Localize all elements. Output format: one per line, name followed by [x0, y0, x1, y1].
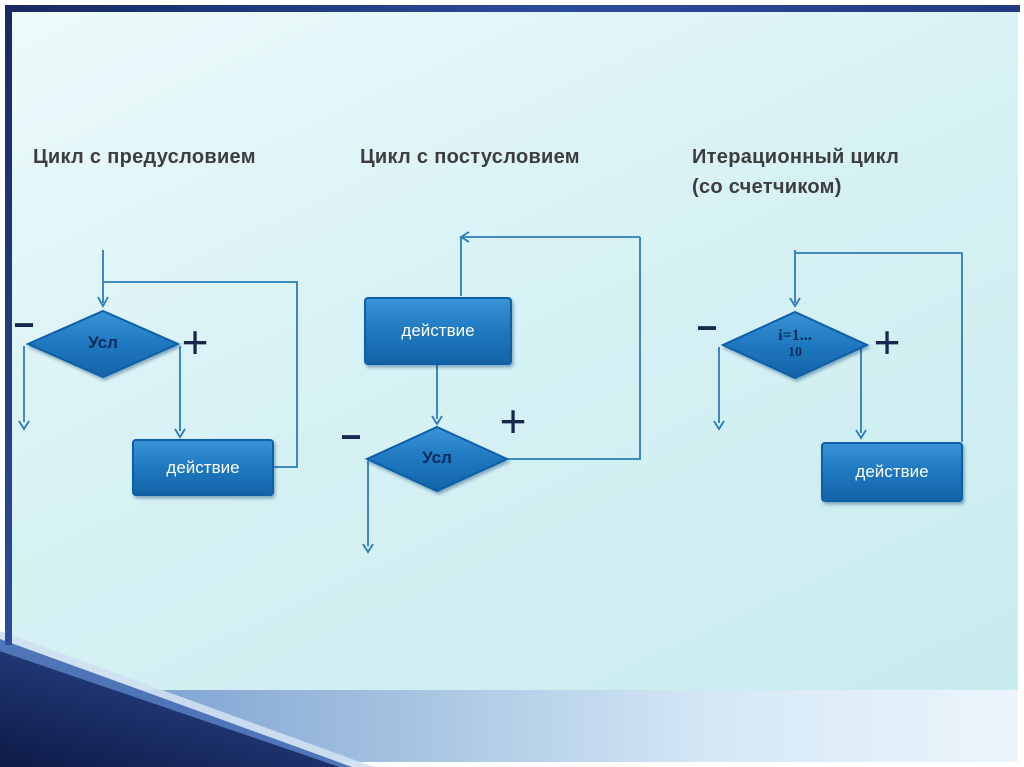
plus-branch-label: +: [873, 316, 901, 368]
condition-diamond-counter: [720, 310, 870, 380]
action-box-counter: [821, 442, 963, 502]
connector-line: [104, 281, 298, 468]
diagram-title-counter-line2: (со счетчиком): [692, 176, 842, 198]
action-label: действие: [401, 321, 475, 340]
flowchart-shapes: [25, 297, 963, 502]
plus-branch-label: +: [499, 395, 527, 447]
action-label: действие: [166, 457, 240, 477]
slide-background: [11, 12, 1018, 762]
arrowhead-down-icon: [431, 415, 443, 426]
counter-condition-line2: 10: [788, 345, 802, 360]
counter-condition-line1: i=1...: [778, 327, 812, 344]
arrowhead-down-icon: [855, 429, 867, 440]
corner-mid-stripe: [0, 639, 352, 767]
condition-label: Усл: [422, 448, 452, 467]
connector-line: [796, 252, 963, 442]
condition-diamond-postcondition: [364, 425, 510, 493]
corner-triangle: [0, 651, 340, 767]
diagram-title-counter: Итерационный цикл (со счетчиком): [692, 142, 899, 202]
counter-condition-label: i=1... 10: [723, 327, 867, 361]
action-box-postcondition: [364, 297, 512, 365]
connector-lines: [18, 231, 963, 554]
minus-branch-label: −: [696, 307, 718, 348]
action-box-precondition: [132, 439, 274, 496]
condition-label: Усл: [88, 333, 118, 352]
arrowhead-down-icon: [174, 428, 186, 439]
plus-branch-label: +: [181, 316, 209, 368]
arrowhead-down-icon: [18, 420, 30, 431]
corner-decoration: [0, 631, 374, 767]
minus-branch-label: −: [13, 304, 35, 345]
corner-highlight-stripe: [0, 631, 374, 767]
arrowhead-down-icon: [362, 543, 374, 554]
minus-branch-label: −: [340, 416, 362, 457]
left-border-line: [5, 5, 12, 645]
diagram-title-precondition: Цикл с предусловием: [33, 146, 256, 168]
action-label: действие: [855, 462, 929, 481]
arrowhead-down-icon: [97, 296, 109, 308]
connector-line: [508, 237, 641, 460]
diagram-title-counter-line1: Итерационный цикл: [692, 146, 900, 168]
diagram-title-postcondition: Цикл с постусловием: [360, 146, 580, 168]
top-border-line: [8, 5, 1020, 12]
condition-diamond-precondition: [25, 309, 181, 379]
arrowhead-down-icon: [789, 297, 801, 308]
arrowhead-down-icon: [713, 420, 725, 431]
